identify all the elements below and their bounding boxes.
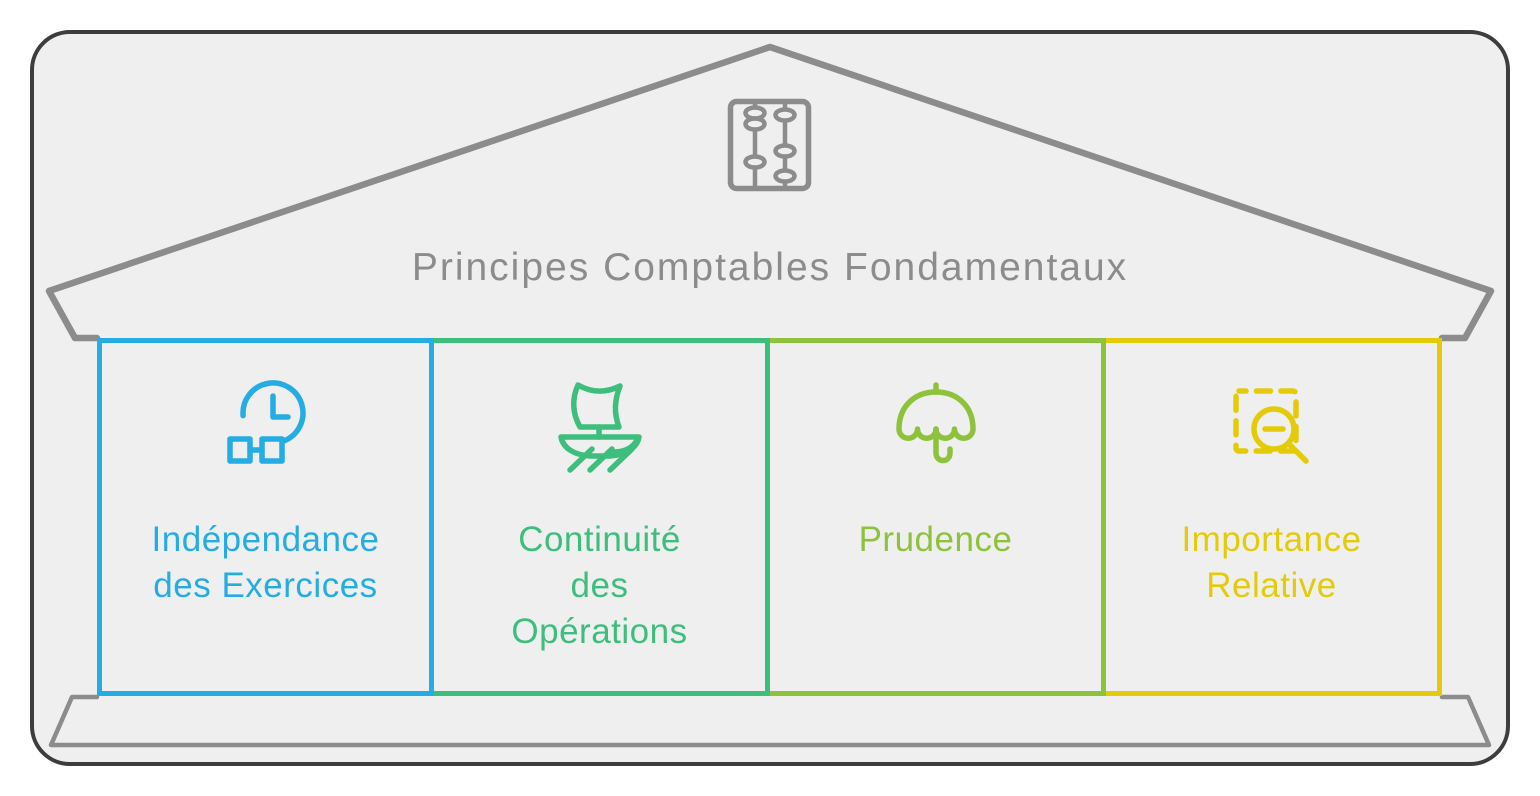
pillar-prudence: Prudence xyxy=(770,338,1106,696)
roof-outline xyxy=(45,43,1495,342)
magnifier-selection-icon xyxy=(1232,388,1309,464)
foundation-base xyxy=(48,694,1492,748)
sailboat-icon xyxy=(557,382,642,473)
building-structure xyxy=(45,43,1495,748)
diagram-title: Principes Comptables Fondamentaux xyxy=(411,246,1129,289)
abacus-icon xyxy=(727,98,812,192)
pillar-label: Continuité des Opérations xyxy=(511,520,688,651)
pillar-label: Indépendance des Exercices xyxy=(151,520,380,605)
pillar-importance-relative: Importance Relative xyxy=(1106,338,1442,696)
pillar-label: Prudence xyxy=(858,520,1013,559)
clock-period-icon xyxy=(226,380,306,464)
pillar-continuite-operations: Continuité des Opérations xyxy=(434,338,770,696)
pillar-label: Importance Relative xyxy=(1181,520,1362,605)
umbrella-icon xyxy=(895,382,976,464)
building-frame: Principes Comptables Fondamentaux Indépe… xyxy=(30,30,1510,766)
pillar-independance-exercices: Indépendance des Exercices xyxy=(97,338,434,696)
